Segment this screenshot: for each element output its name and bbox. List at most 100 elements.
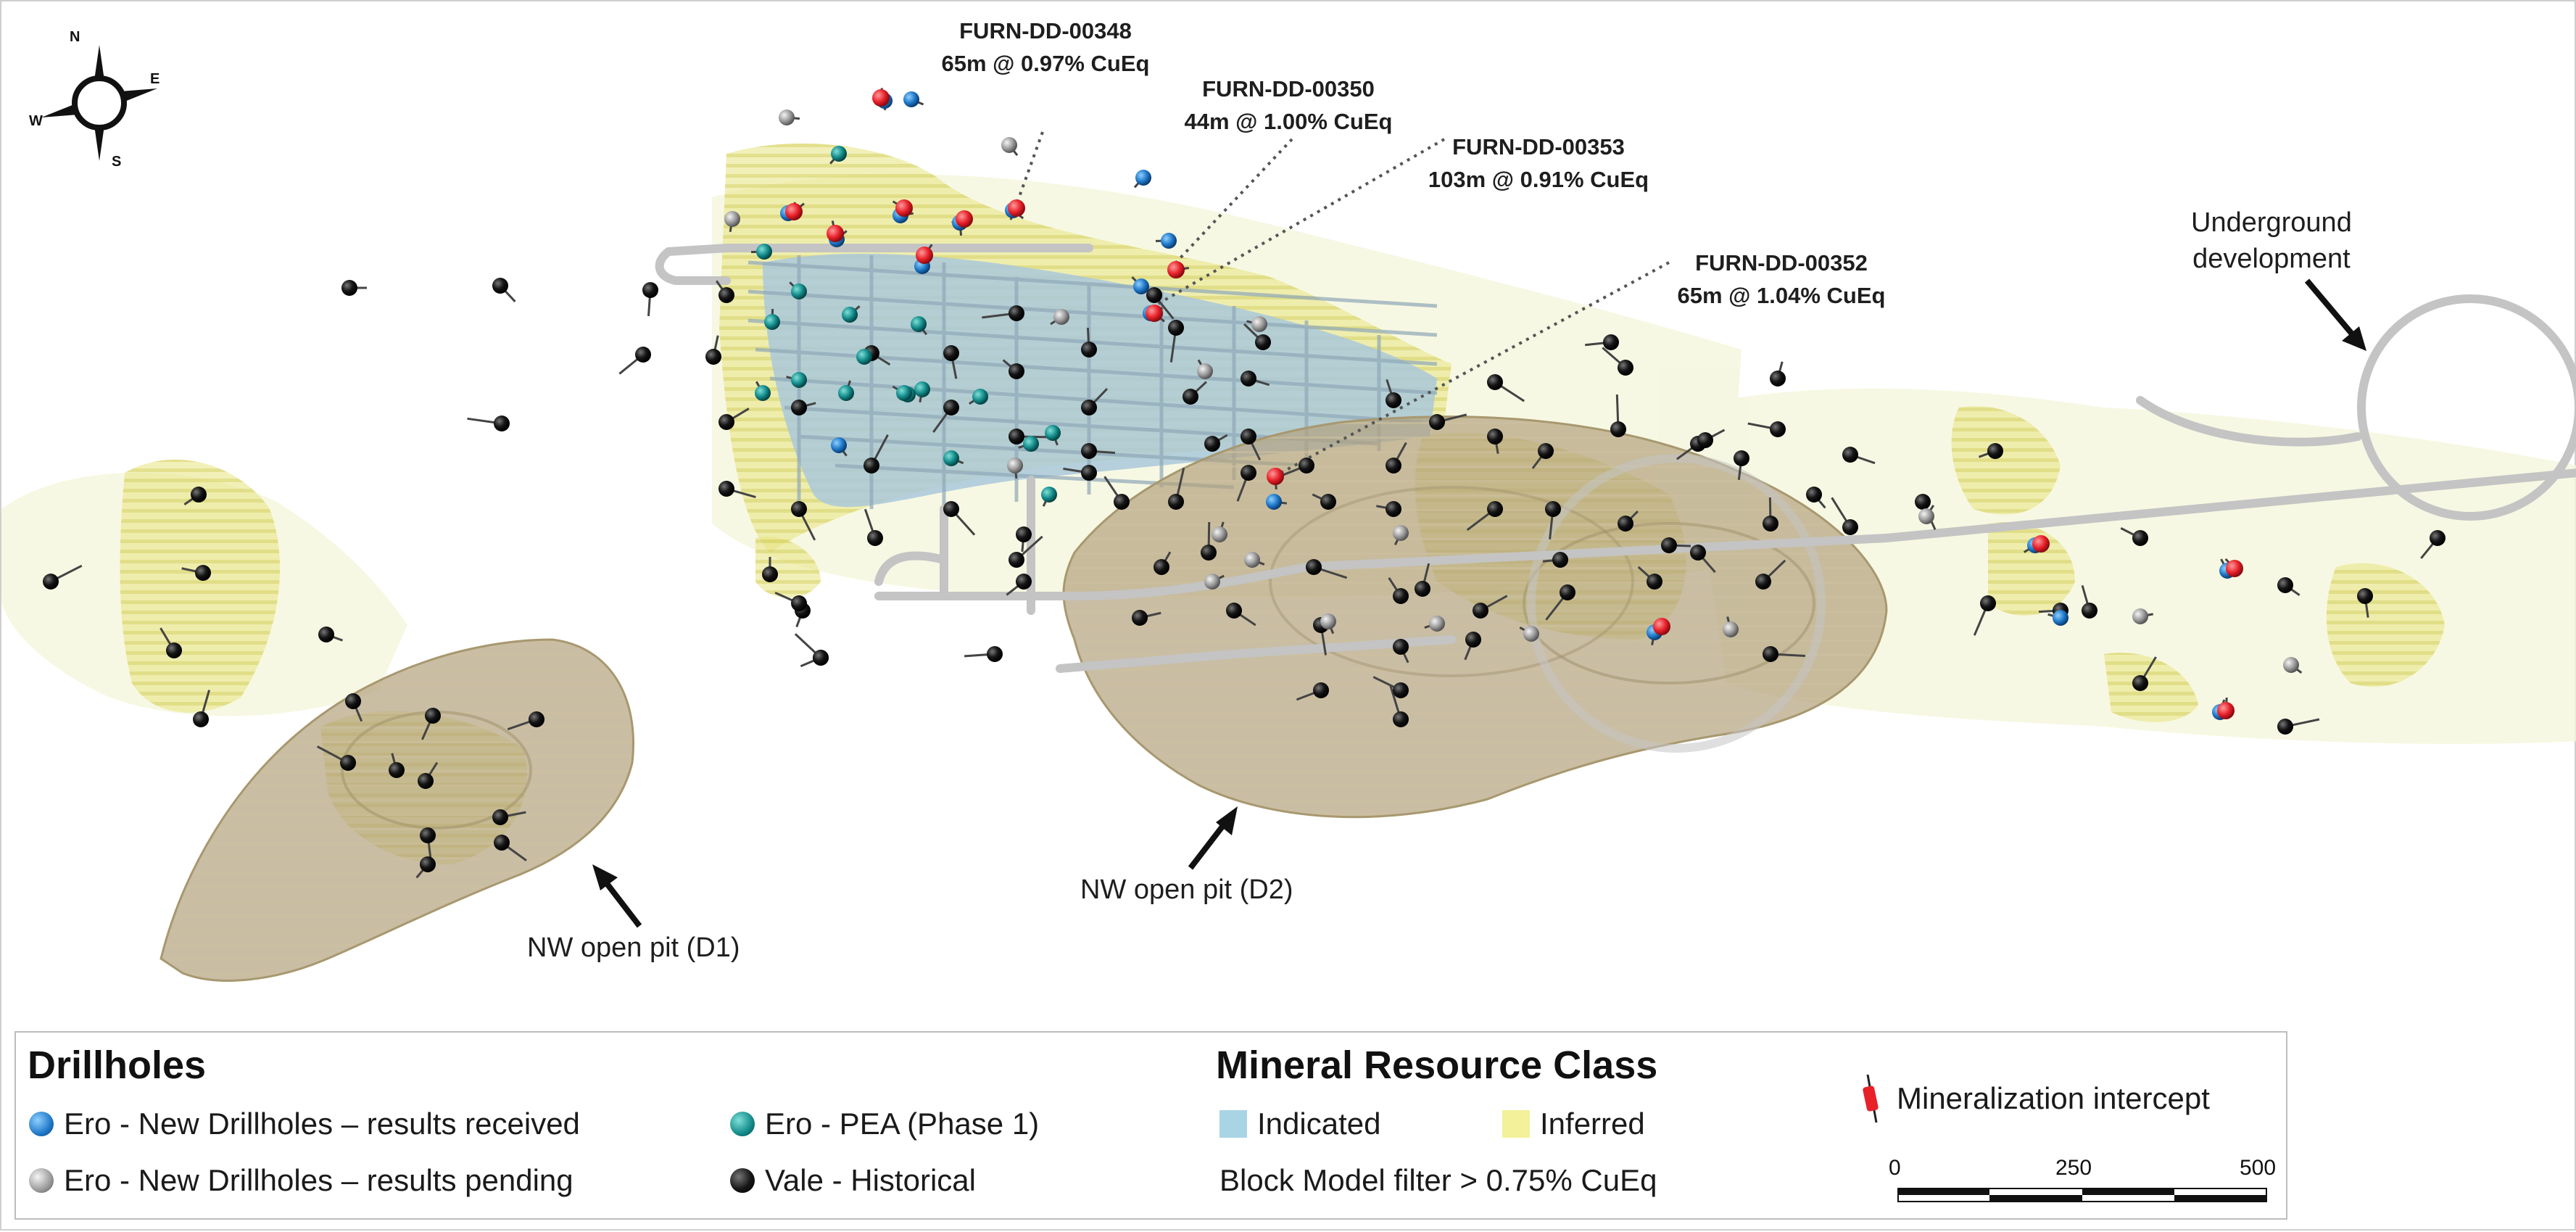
drillhole-marker [1168, 320, 1184, 336]
drillhole-marker [2277, 719, 2293, 735]
mineralization-intercept-icon [895, 199, 913, 217]
drillhole-marker [389, 762, 405, 778]
drillhole-marker [1135, 170, 1151, 186]
drillhole-marker [1647, 574, 1662, 590]
drillhole-marker [340, 755, 356, 771]
drillhole-marker [1299, 458, 1314, 474]
mineralization-intercept-icon [2032, 535, 2050, 553]
scale-bar-segments [1897, 1188, 2267, 1202]
drillhole-marker [635, 347, 651, 363]
drillhole-marker [492, 278, 508, 294]
drillhole-marker [762, 566, 778, 582]
callout-furn-dd-00348[interactable]: FURN-DD-00348 65m @ 0.97% CuEq [926, 15, 1165, 80]
scale-tick-250: 250 [2055, 1156, 2092, 1181]
drillhole-marker [1007, 458, 1023, 474]
callout-furn-dd-00353[interactable]: FURN-DD-00353 103m @ 0.91% CuEq [1412, 131, 1665, 196]
drillhole-marker [1183, 389, 1198, 405]
drillhole-marker [1618, 360, 1633, 376]
teal-sphere-icon [730, 1112, 755, 1136]
drillhole-marker [420, 856, 436, 872]
mineralization-intercept-icon [1858, 1073, 1887, 1124]
drillhole-marker [1204, 574, 1220, 590]
compass-s-label: S [112, 154, 121, 170]
drillhole-marker [705, 349, 721, 365]
drillhole-marker [418, 773, 434, 789]
drillhole-marker [1081, 342, 1097, 357]
drillhole-marker [831, 437, 847, 453]
legend-label: Ero - New Drillholes – results received [64, 1107, 580, 1141]
mineralization-intercept-icon [1653, 618, 1670, 635]
drillhole-marker [1204, 436, 1220, 452]
drillhole-marker [1770, 421, 1786, 437]
drillhole-marker [1661, 537, 1677, 553]
drillhole-marker [492, 809, 508, 825]
label-underground-development: Underground development [2191, 204, 2352, 277]
callout-hole-id: FURN-DD-00353 [1412, 131, 1665, 163]
drillhole-marker [2277, 577, 2293, 593]
legend-item-mineralization-intercept: Mineralization intercept [1858, 1073, 2210, 1124]
callout-furn-dd-00352[interactable]: FURN-DD-00352 65m @ 1.04% CuEq [1662, 247, 1901, 312]
drillhole-marker [494, 835, 510, 851]
mineralization-intercept-icon [1167, 261, 1185, 278]
drillhole-marker [1393, 682, 1409, 698]
compass-n-label: N [70, 29, 80, 46]
callout-intercept: 65m @ 0.97% CuEq [926, 47, 1165, 80]
legend-item-results-pending: Ero - New Drillholes – results pending [29, 1163, 573, 1198]
drillhole-marker [1251, 316, 1267, 332]
label-underground-line1: Underground [2191, 204, 2352, 241]
mineralization-intercept-icon [2217, 702, 2235, 719]
drillhole-marker [1313, 682, 1329, 698]
drillhole-marker [911, 316, 927, 332]
drillhole-marker [425, 708, 441, 724]
drillhole-marker [1114, 494, 1130, 510]
drillhole-marker [1393, 588, 1409, 604]
gray-sphere-icon [29, 1168, 54, 1193]
mineralization-intercept-icon [1267, 468, 1284, 485]
callout-intercept: 65m @ 1.04% CuEq [1662, 279, 1901, 312]
callout-hole-id: FURN-DD-00352 [1662, 247, 1901, 279]
drillhole-marker [1009, 363, 1024, 379]
drillhole-marker [791, 501, 807, 517]
drillhole-marker [1987, 443, 2003, 459]
legend-label: Ero - New Drillholes – results pending [64, 1163, 573, 1198]
drillhole-marker [1255, 334, 1271, 350]
legend-item-indicated: Indicated [1219, 1107, 1380, 1141]
drillhole-marker [1386, 392, 1401, 408]
drillhole-marker [1545, 501, 1561, 517]
legend-label: Vale - Historical [765, 1163, 976, 1198]
drillhole-marker [1045, 425, 1061, 441]
drillhole-marker [1690, 545, 1706, 561]
drillhole-marker [764, 314, 780, 330]
drillhole-marker [903, 91, 919, 107]
legend-label: Block Model filter > 0.75% CuEq [1219, 1163, 1657, 1198]
drillhole-marker [755, 385, 771, 401]
drillhole-marker [1041, 487, 1057, 503]
drillhole-marker [43, 574, 59, 590]
drillhole-marker [2430, 530, 2445, 546]
drillhole-marker [1393, 639, 1409, 655]
legend-filter-note: Block Model filter > 0.75% CuEq [1219, 1163, 1657, 1198]
drillhole-marker [1473, 603, 1488, 619]
drillhole-marker [1560, 584, 1575, 600]
mineralization-intercept-icon [1146, 305, 1163, 322]
legend-panel: Drillholes Ero - New Drillholes – result… [15, 1031, 2287, 1220]
drillhole-marker [2357, 588, 2373, 604]
drillhole-marker [1697, 432, 1713, 448]
legend-label: Mineralization intercept [1897, 1081, 2210, 1116]
drillhole-marker [718, 481, 734, 497]
callout-furn-dd-00350[interactable]: FURN-DD-00350 44m @ 1.00% CuEq [1169, 73, 1408, 138]
drillhole-marker [914, 381, 930, 397]
drillhole-marker [1723, 621, 1739, 637]
drillhole-marker [2283, 657, 2299, 673]
drillhole-marker [1306, 559, 1322, 575]
mineralization-intercept-icon [916, 247, 933, 264]
legend-resource-title: Mineral Resource Class [1216, 1043, 1657, 1088]
drillhole-marker [1081, 465, 1097, 481]
drillhole-marker [791, 284, 807, 299]
label-nw-open-pit-d2: NW open pit (D2) [1080, 872, 1293, 908]
mineralization-intercept-icon [785, 203, 803, 220]
drillhole-marker [1487, 501, 1503, 517]
drillhole-marker [972, 389, 988, 405]
drillhole-marker [1770, 371, 1786, 386]
drillhole-marker [1053, 309, 1069, 325]
